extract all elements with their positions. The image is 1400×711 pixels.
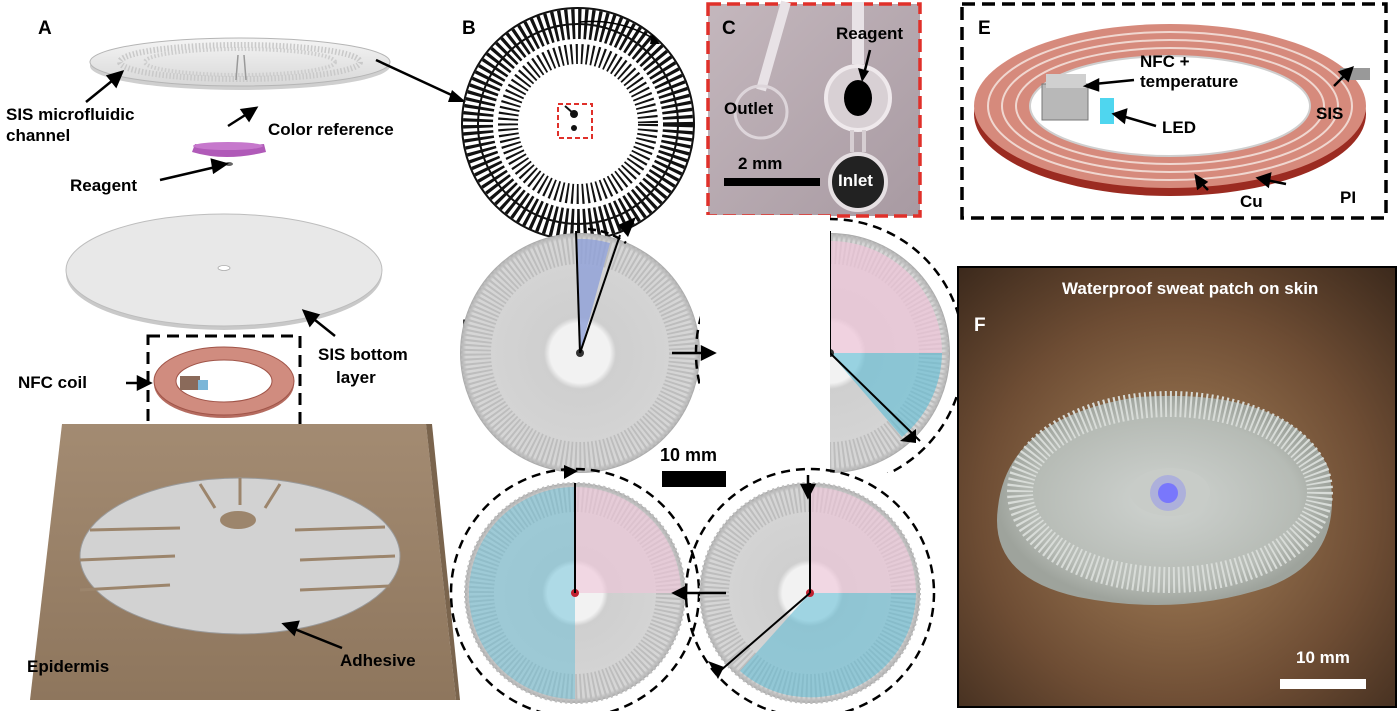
sis-microfluidic-disk: [89, 37, 391, 90]
panel-a-arrows: [85, 70, 343, 650]
label-channel: channel: [6, 126, 71, 145]
sis-bottom-layer: [65, 213, 383, 330]
panel-label-f: F: [974, 315, 986, 336]
label-led: LED: [1162, 118, 1196, 137]
nfc-chip: [1041, 74, 1089, 121]
panel-f-photo: [957, 266, 1397, 708]
panel-label-e: E: [978, 18, 991, 39]
led-glow: [1158, 483, 1178, 503]
panel-b-channel-pattern: [461, 7, 695, 241]
panel-e-coil: [960, 2, 1388, 220]
label-cu: Cu: [1240, 192, 1263, 211]
panel-c-microscope: [706, 0, 922, 218]
device-step-3: [684, 467, 936, 711]
panel-label-b: B: [462, 18, 476, 39]
label-layer: layer: [336, 368, 376, 387]
label-outlet: Outlet: [724, 99, 774, 118]
label-nfc-coil: NFC coil: [18, 373, 87, 392]
adhesive-slits: [79, 478, 396, 592]
color-reference-layer: [192, 142, 266, 166]
panel-label-c: C: [722, 18, 736, 39]
nfc-coil-ring: [153, 346, 295, 418]
panel-a-illustration: [30, 37, 460, 700]
label-epidermis: Epidermis: [27, 657, 110, 676]
device-step-4: [449, 465, 701, 711]
panel-d-sequence: [449, 215, 966, 711]
label-sis-bottom: SIS bottom: [318, 345, 408, 364]
scale-bar-f: [1280, 679, 1366, 689]
coil-ring: [974, 24, 1366, 196]
panel-label-a: A: [38, 18, 52, 39]
scale-label-f: 10 mm: [1296, 648, 1350, 667]
label-adhesive: Adhesive: [340, 651, 416, 670]
device-step-1: [460, 217, 700, 473]
scale-label-d: 10 mm: [660, 445, 718, 465]
label-sis: SIS: [1316, 104, 1344, 123]
scale-label-c: 2 mm: [738, 154, 783, 173]
label-reagent-c: Reagent: [836, 24, 904, 43]
label-sis-microfluidic: SIS microfluidic: [6, 105, 135, 124]
label-reagent-a: Reagent: [70, 176, 138, 195]
device-step-2: [694, 215, 966, 493]
label-nfc: NFC +: [1140, 52, 1190, 71]
label-inlet: Inlet: [838, 171, 873, 190]
label-color-reference: Color reference: [268, 120, 394, 139]
label-temperature: temperature: [1140, 72, 1239, 91]
label-pi: PI: [1340, 188, 1357, 207]
title-f: Waterproof sweat patch on skin: [1062, 279, 1319, 298]
led-chip: [1100, 98, 1114, 124]
